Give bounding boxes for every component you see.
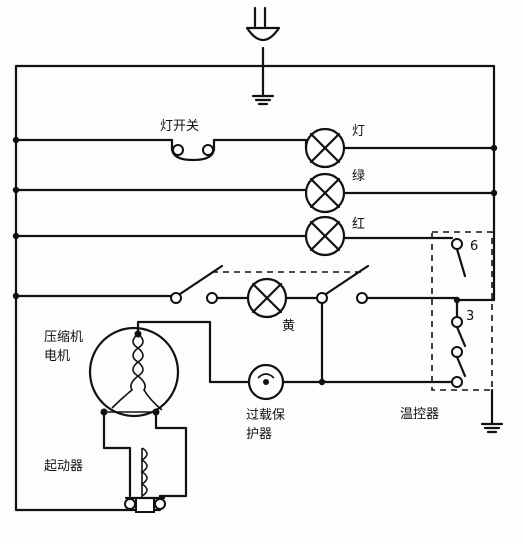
compressor-label-line2: 电机 bbox=[44, 349, 70, 364]
lamp-green-label: 绿 bbox=[352, 169, 365, 184]
relay-to-protector-wire bbox=[282, 301, 324, 384]
compressor-label-line1: 压缩机 bbox=[44, 329, 83, 345]
lamp-red-label: 红 bbox=[352, 216, 365, 232]
terminal-3-label: 3 bbox=[466, 309, 474, 324]
light-switch bbox=[170, 138, 308, 162]
thermostat-label: 温控器 bbox=[400, 407, 439, 422]
motor-to-protector-wire bbox=[136, 320, 250, 384]
lamp-red bbox=[304, 215, 454, 257]
overload-label-line2: 护器 bbox=[246, 427, 272, 442]
lamp-yellow-label: 黄 bbox=[282, 319, 295, 334]
thermostat-ground-symbol bbox=[480, 388, 504, 434]
starter-label: 起动器 bbox=[44, 459, 83, 474]
lamp-light bbox=[304, 127, 496, 169]
overload-protector bbox=[247, 363, 285, 401]
power-plug bbox=[245, 6, 281, 42]
starter-relay bbox=[14, 341, 188, 513]
thermostat bbox=[431, 231, 493, 391]
overload-label-line1: 过载保 bbox=[246, 408, 285, 423]
compressor-motor bbox=[88, 326, 180, 418]
yellow-branch bbox=[170, 264, 459, 319]
top-supply-wire bbox=[14, 64, 496, 345]
plug-ground-symbol bbox=[251, 46, 275, 106]
light-switch-label: 灯开关 bbox=[160, 119, 199, 134]
terminal-6-label: 6 bbox=[470, 239, 478, 254]
lamp-green bbox=[304, 172, 496, 214]
lamp-light-label: 灯 bbox=[352, 124, 365, 139]
